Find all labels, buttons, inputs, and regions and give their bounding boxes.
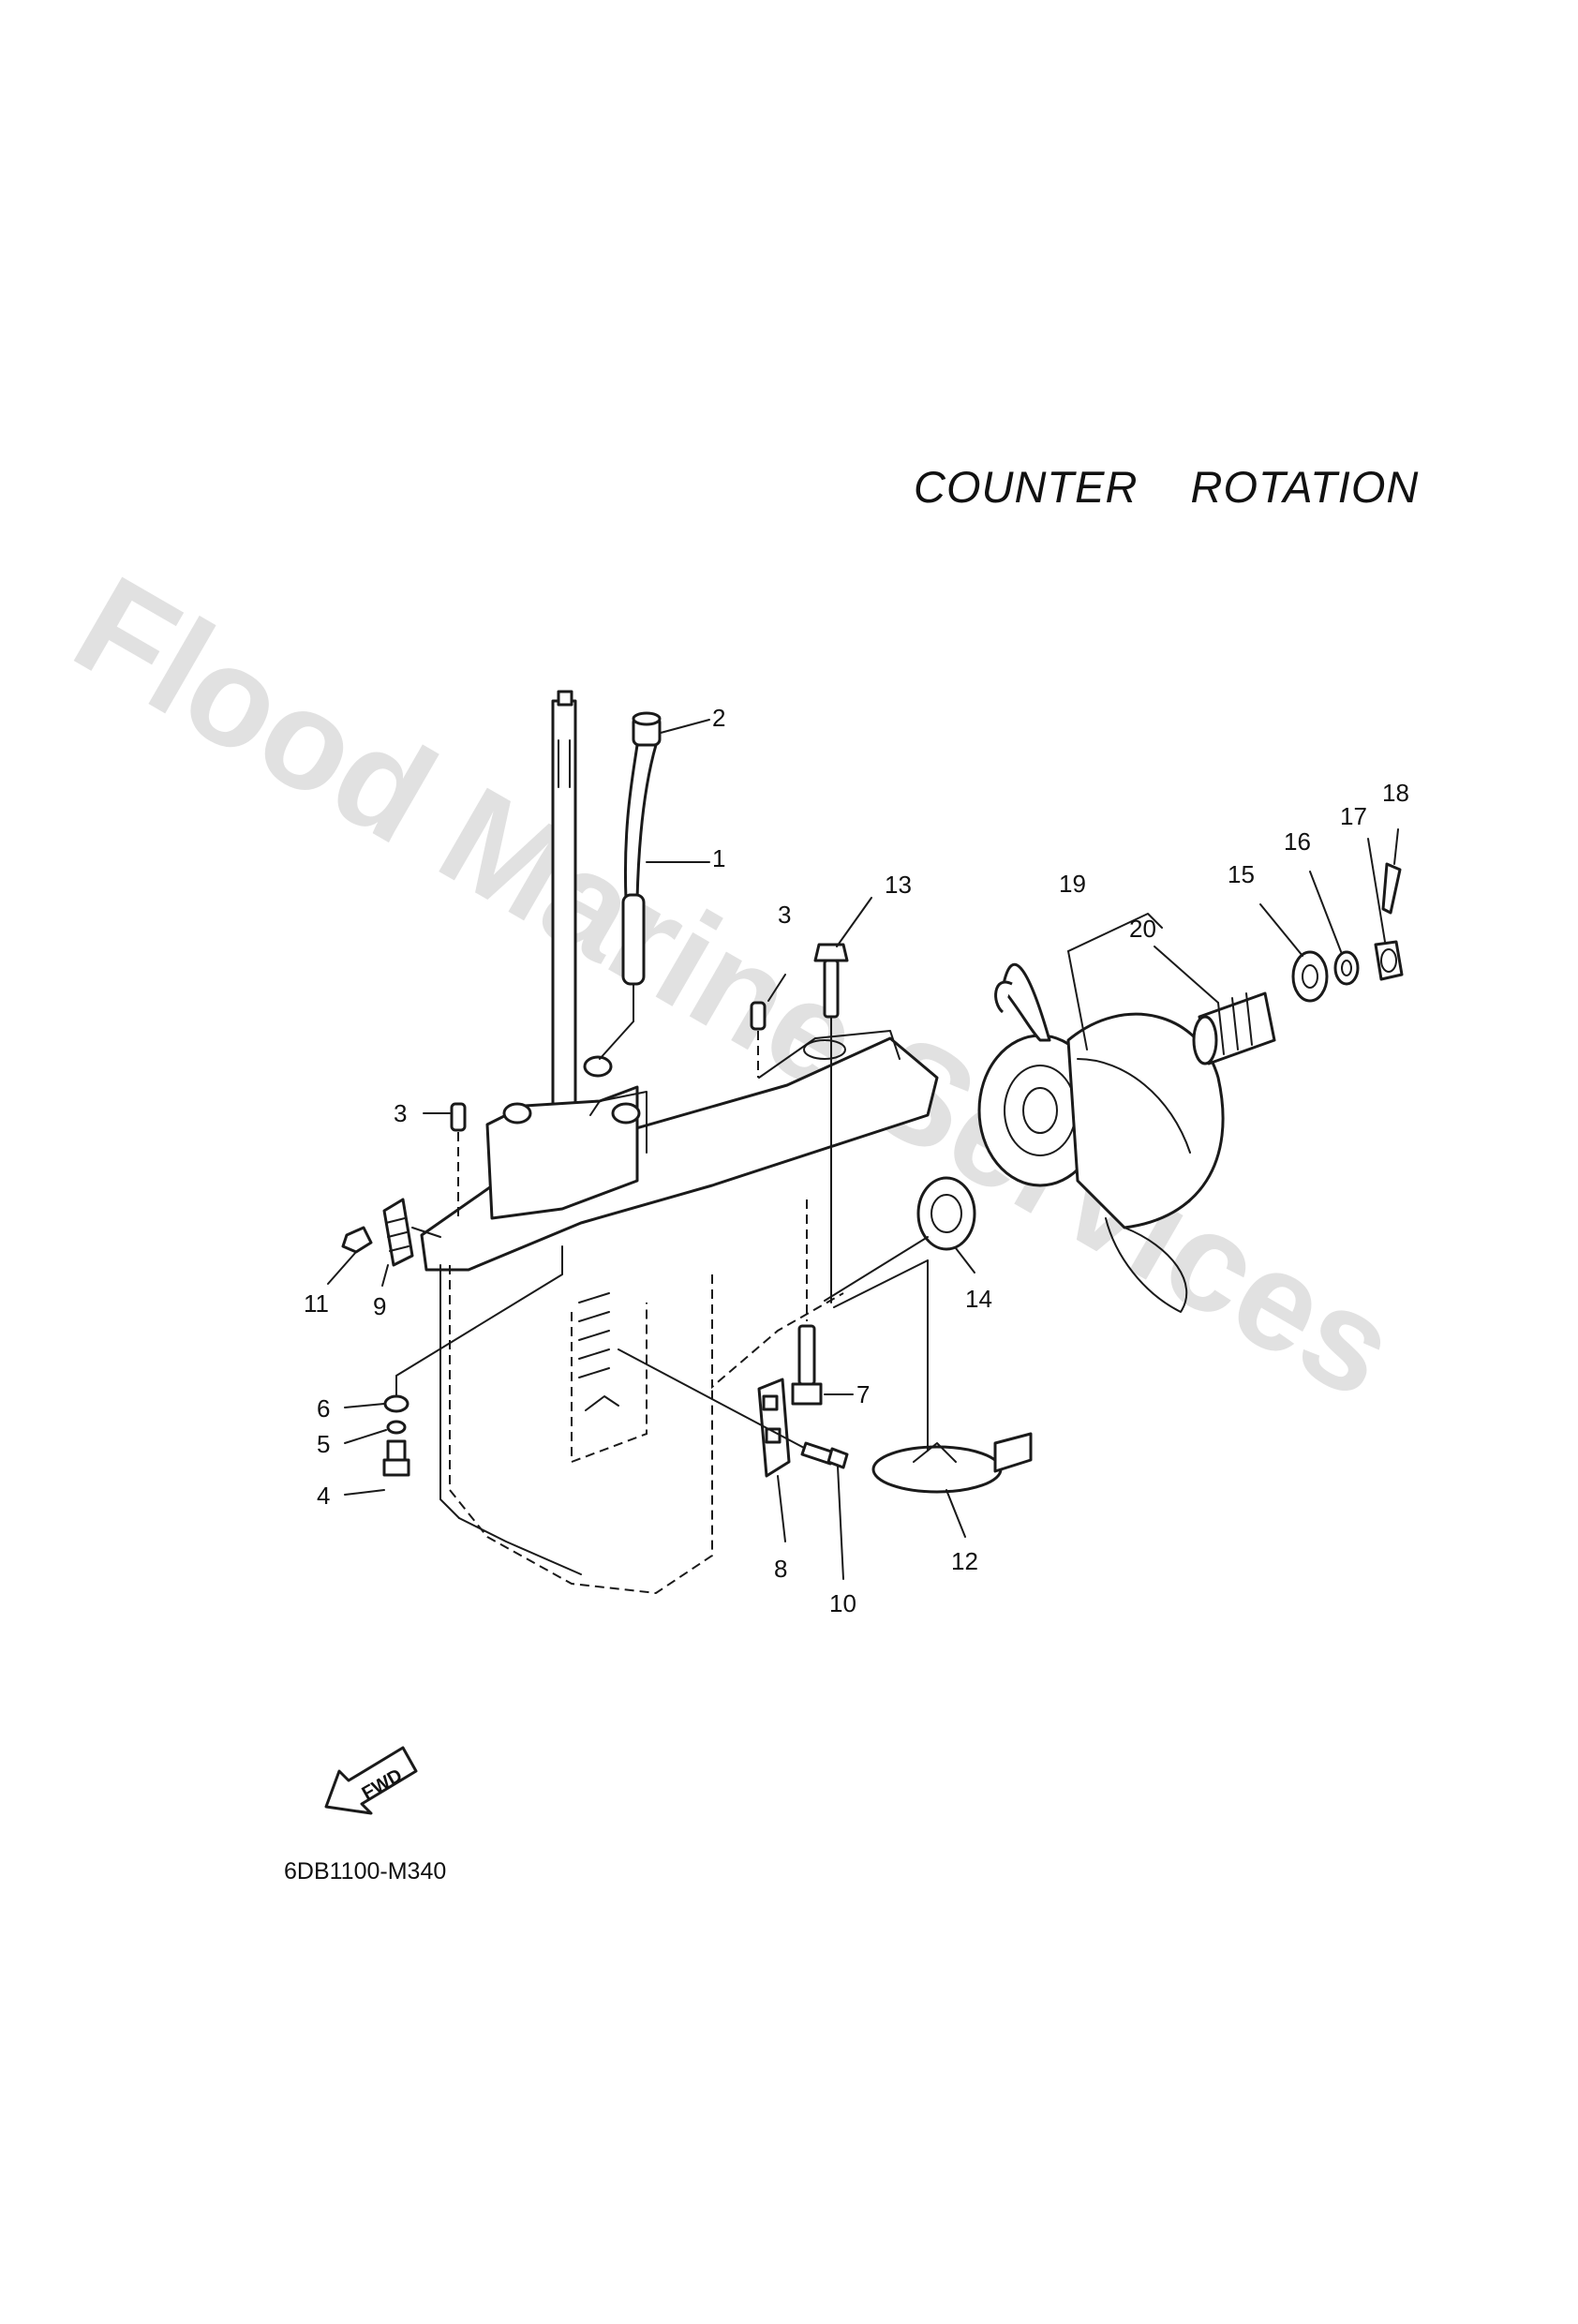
leader-lines: [327, 719, 1399, 1580]
callout-20: 20: [1129, 915, 1156, 943]
callout-3-upper: 3: [778, 901, 791, 929]
part-9-clip: [382, 1198, 441, 1267]
callout-18: 18: [1382, 779, 1409, 807]
callout-13: 13: [885, 871, 912, 899]
fwd-arrow-icon: FWD: [324, 1746, 418, 1815]
lower-unit-housing: [420, 1030, 939, 1595]
part-12-anode: [833, 1259, 1033, 1494]
part-15-spacer: [1291, 950, 1329, 1003]
callout-10: 10: [829, 1589, 856, 1617]
diagram-heading: COUNTER ROTATION: [914, 462, 1420, 512]
part-17-nut: [1374, 940, 1404, 981]
callout-1: 1: [712, 844, 725, 872]
callout-numbers: 1 2 3 3 4 5 6 7 8 9 10 11 12 13 14 15 16…: [304, 704, 1409, 1617]
drawing-code: 6DB1100-M340: [284, 1858, 447, 1885]
part-20-spacer: [1192, 991, 1276, 1065]
part-18-cotter-pin: [1381, 862, 1402, 915]
part-8-bracket: [757, 1378, 791, 1478]
callout-7: 7: [856, 1380, 870, 1408]
part-14-thrust-washer: [824, 1176, 976, 1302]
callout-9: 9: [373, 1292, 386, 1320]
callout-2: 2: [712, 704, 725, 732]
part-10-bolt: [618, 1348, 849, 1469]
watermark-text: Flood Marine Services: [51, 545, 1422, 1428]
callout-3-lower: 3: [394, 1099, 407, 1127]
callout-4: 4: [317, 1482, 330, 1510]
part-4-5-6-bolt-washers: [382, 1245, 563, 1477]
callout-15: 15: [1228, 860, 1255, 888]
part-11-nut: [341, 1226, 373, 1254]
part-7-bolt: [791, 1199, 823, 1406]
part-13-bolt: [813, 943, 849, 1304]
part-1-water-tube: [599, 743, 658, 1060]
callout-12: 12: [951, 1547, 978, 1575]
callout-6: 6: [317, 1394, 330, 1423]
part-3-dowel-pins: [450, 1001, 767, 1218]
callout-8: 8: [774, 1555, 787, 1583]
callout-17: 17: [1340, 802, 1367, 830]
callout-19: 19: [1059, 870, 1086, 898]
part-16-washer: [1333, 950, 1360, 986]
part-2-grommet: [632, 711, 662, 747]
callout-14: 14: [965, 1285, 992, 1313]
callout-16: 16: [1284, 827, 1311, 856]
propeller: [977, 950, 1225, 1313]
drive-shaft: [551, 690, 577, 1115]
callout-11: 11: [304, 1289, 329, 1318]
callout-5: 5: [317, 1430, 330, 1458]
